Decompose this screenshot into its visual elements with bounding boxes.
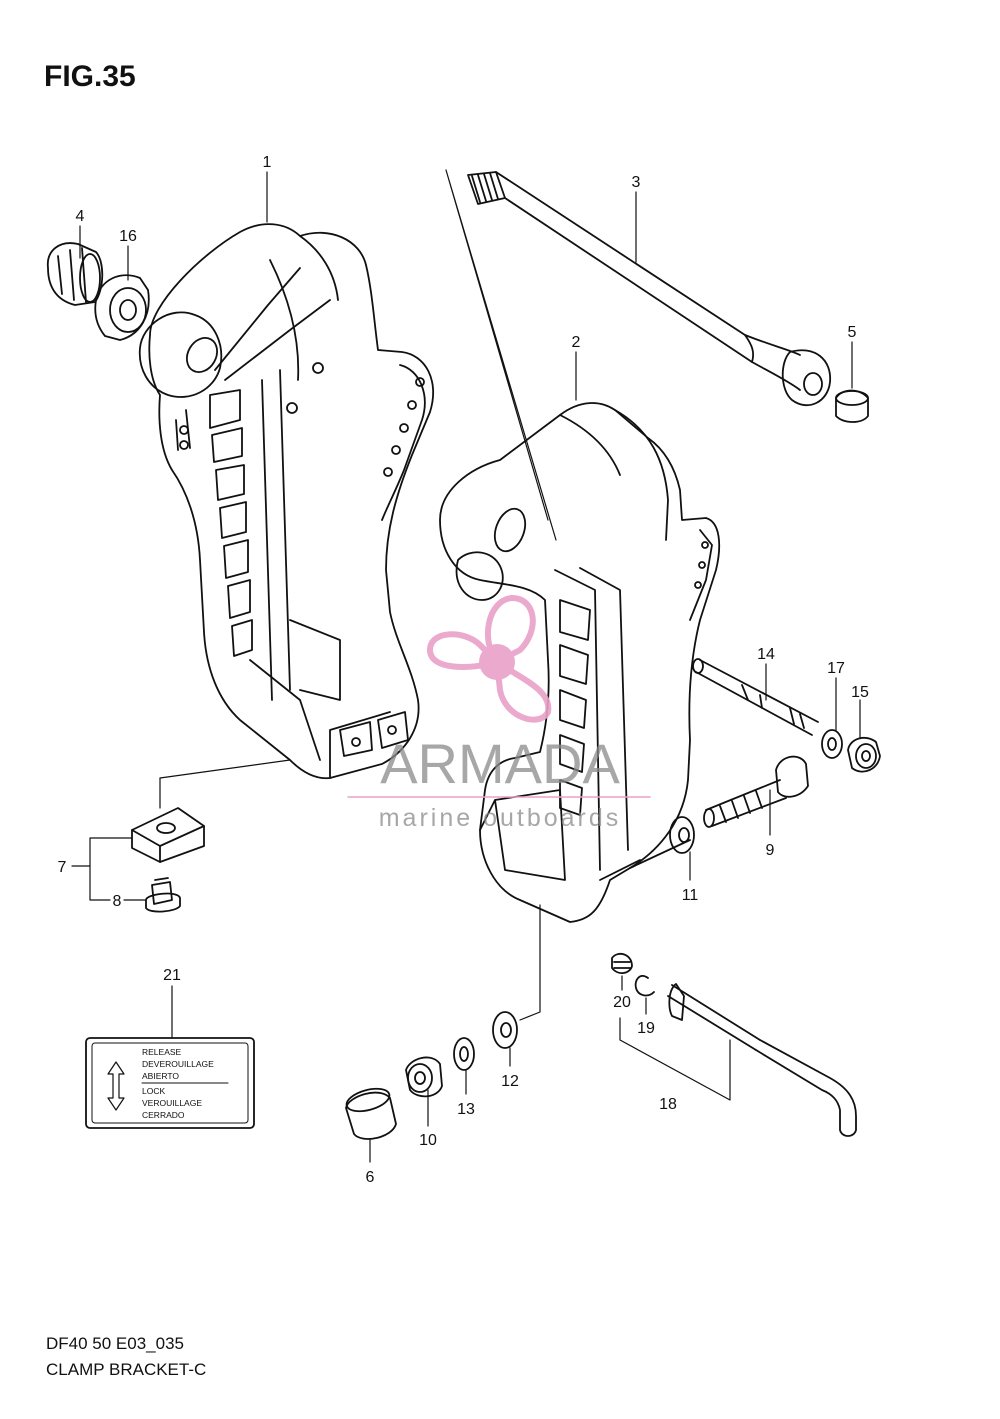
callout-8: 8 — [113, 893, 122, 910]
cap-part-5 — [835, 389, 869, 423]
callout-9: 9 — [766, 842, 775, 859]
footer-diagram-name: CLAMP BRACKET-C — [46, 1360, 207, 1379]
leader-line — [159, 759, 291, 779]
decal-line-release: RELEASE — [142, 1047, 182, 1057]
callout-7: 7 — [58, 859, 67, 876]
decal-line-verouillage: VEROUILLAGE — [142, 1098, 202, 1108]
callout-21: 21 — [163, 967, 181, 984]
washer-part-13 — [453, 1037, 475, 1071]
plate-part-7 — [131, 807, 205, 863]
e-ring-part-19 — [634, 975, 655, 997]
callout-17: 17 — [827, 660, 845, 677]
callout-numbers: 1 2 3 4 5 6 7 8 9 10 11 12 13 14 15 16 1… — [58, 154, 869, 1186]
callout-20: 20 — [613, 994, 631, 1011]
nut-part-16 — [94, 274, 150, 341]
figure-title: FIG.35 — [44, 60, 136, 93]
bolt-part-9 — [703, 755, 809, 828]
callout-13: 13 — [457, 1101, 475, 1118]
callout-15: 15 — [851, 684, 869, 701]
decal-line-abierto: ABIERTO — [142, 1071, 179, 1081]
callout-5: 5 — [848, 324, 857, 341]
callout-leaders — [71, 171, 861, 1163]
spring-part-20 — [611, 952, 633, 974]
leader-line — [445, 169, 557, 541]
tilt-rod — [467, 171, 831, 406]
bolt-part-8 — [145, 877, 181, 913]
clamp-bracket-left — [138, 223, 435, 780]
watermark-tagline: marine outboards — [379, 804, 622, 832]
callout-18: 18 — [659, 1096, 677, 1113]
bushing-part-6 — [345, 1087, 397, 1140]
pin-part-14 — [692, 658, 819, 736]
callout-12: 12 — [501, 1073, 519, 1090]
cap-part-4 — [47, 242, 104, 306]
footer-diagram-code: DF40 50 E03_035 — [46, 1334, 184, 1353]
decal-line-deverouillage: DEVEROUILLAGE — [142, 1059, 214, 1069]
callout-3: 3 — [632, 174, 641, 191]
decal-line-lock: LOCK — [142, 1086, 165, 1096]
callout-2: 2 — [572, 334, 581, 351]
callout-16: 16 — [119, 228, 137, 245]
washer-part-17 — [821, 729, 843, 759]
leader-line — [619, 1017, 731, 1101]
callout-4: 4 — [76, 208, 85, 225]
watermark-logo — [427, 595, 552, 723]
callout-19: 19 — [637, 1020, 655, 1037]
leader-line — [519, 904, 541, 1021]
nut-part-15 — [847, 736, 881, 773]
callout-1: 1 — [263, 154, 272, 171]
washer-part-11 — [669, 816, 695, 854]
clamp-bracket-right — [439, 402, 721, 923]
callout-6: 6 — [366, 1169, 375, 1186]
decal-part-21 — [85, 1037, 255, 1129]
callout-14: 14 — [757, 646, 775, 663]
nut-part-10 — [405, 1056, 443, 1098]
washer-part-12 — [492, 1011, 518, 1049]
decal-text: RELEASE DEVEROUILLAGE ABIERTO LOCK VEROU… — [142, 1047, 214, 1120]
watermark-brand: ARMADA — [380, 732, 620, 795]
callout-10: 10 — [419, 1132, 437, 1149]
lock-rod-part-18 — [667, 983, 857, 1137]
callout-11: 11 — [682, 887, 699, 904]
decal-line-cerrado: CERRADO — [142, 1110, 185, 1120]
